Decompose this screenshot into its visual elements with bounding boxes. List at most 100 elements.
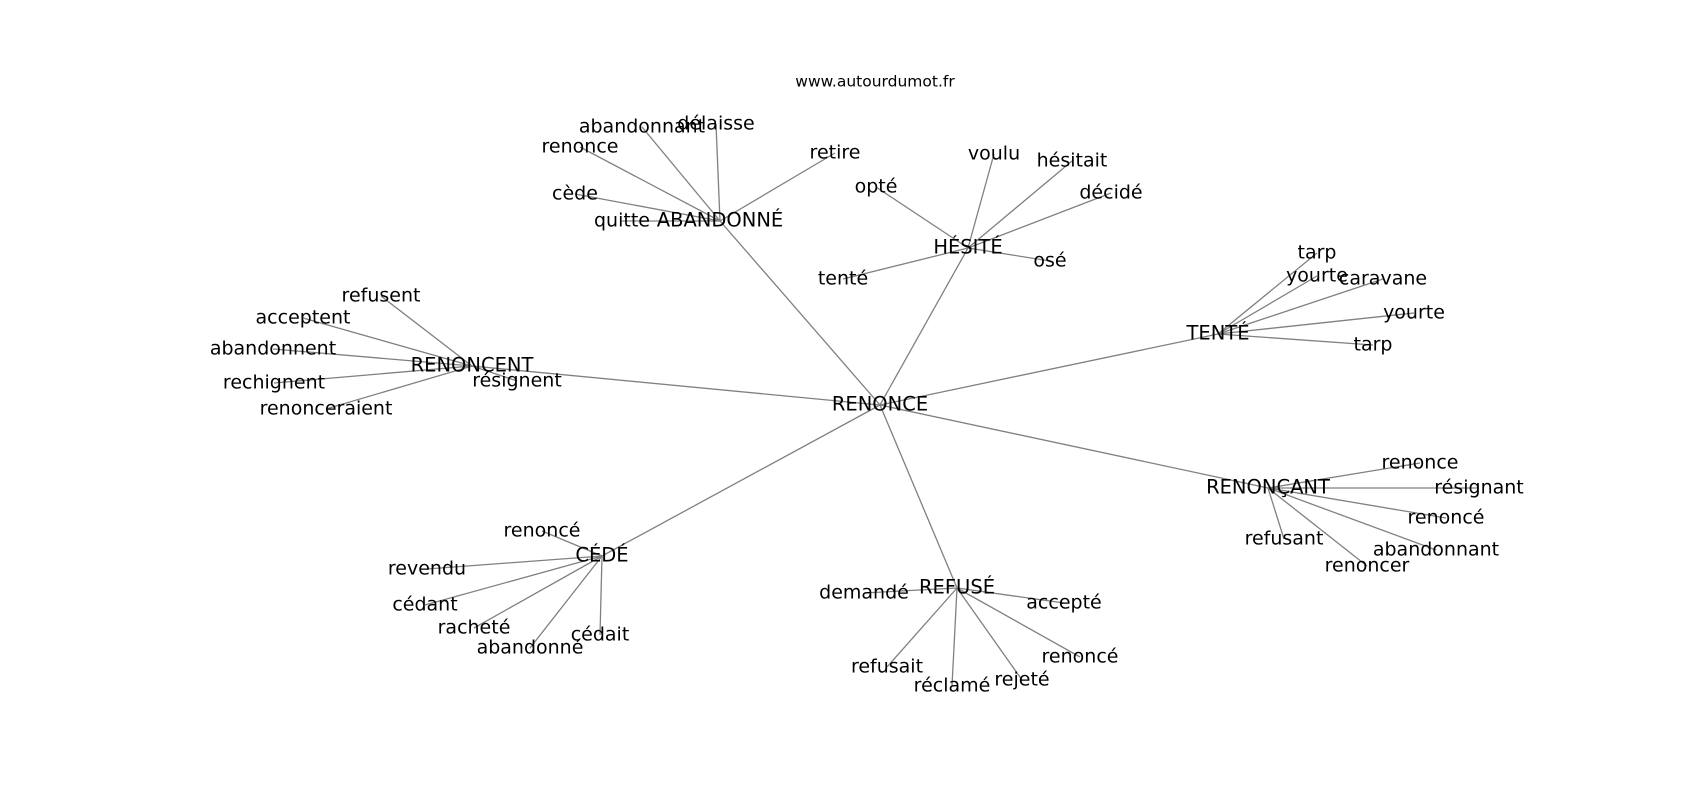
edge-renoncent-leaf-0 — [380, 295, 473, 367]
leaf-node-tente-1[interactable]: yourte — [1286, 265, 1348, 287]
edge-refuse-leaf-2 — [956, 587, 1081, 658]
leaf-node-cede-1[interactable]: revendu — [388, 558, 466, 580]
edge-hesite-leaf-5 — [842, 247, 969, 280]
edge-cede-leaf-1 — [426, 555, 603, 570]
leaf-node-tente-0[interactable]: tarp — [1298, 242, 1337, 264]
edge-refuse-leaf-1 — [956, 587, 1065, 604]
leaf-node-tente-4[interactable]: tarp — [1354, 334, 1393, 356]
edge-center-tente — [879, 333, 1219, 406]
edge-abandonne-leaf-1 — [574, 193, 721, 222]
leaf-node-renoncent-3[interactable]: rechignent — [223, 372, 325, 394]
leaf-node-renoncant-0[interactable]: renonce — [1382, 452, 1459, 474]
leaf-node-abandonne-4[interactable]: délaisse — [677, 113, 754, 135]
hub-node-abandonne[interactable]: ABANDONNÉ — [657, 209, 784, 232]
leaf-node-abandonne-2[interactable]: renonce — [542, 136, 619, 158]
leaf-node-renoncent-1[interactable]: acceptent — [256, 307, 351, 329]
edge-renoncant-leaf-4 — [1267, 487, 1368, 567]
leaf-node-cede-2[interactable]: cédant — [392, 594, 457, 616]
edge-tente-leaf-2 — [1217, 278, 1384, 335]
edge-abandonne-leaf-3 — [641, 126, 721, 222]
edge-cede-leaf-2 — [424, 555, 603, 606]
edge-center-cede — [601, 404, 881, 557]
leaf-node-renoncant-4[interactable]: renoncer — [1325, 555, 1410, 577]
edge-center-renoncent — [471, 365, 881, 406]
hub-node-renoncant[interactable]: RENONÇANT — [1206, 476, 1330, 499]
leaf-node-refuse-4[interactable]: réclamé — [914, 675, 991, 697]
edge-center-refuse — [879, 404, 958, 589]
leaf-node-tente-2[interactable]: caravane — [1339, 268, 1427, 290]
edge-abandonne-leaf-5 — [719, 152, 836, 222]
edge-renoncent-leaf-2 — [272, 348, 473, 367]
edge-hesite-leaf-2 — [967, 160, 1073, 249]
leaf-node-hesite-4[interactable]: osé — [1033, 250, 1066, 272]
edge-refuse-leaf-3 — [956, 587, 1023, 681]
leaf-node-cede-4[interactable]: abandonné — [477, 637, 584, 659]
leaf-node-cede-3[interactable]: racheté — [438, 617, 511, 639]
edge-renoncant-leaf-0 — [1267, 462, 1421, 489]
leaf-node-hesite-2[interactable]: hésitait — [1037, 150, 1108, 172]
hub-node-tente[interactable]: TENTÉ — [1185, 322, 1249, 345]
edge-renoncant-leaf-5 — [1267, 487, 1285, 540]
edge-renoncent-leaf-1 — [302, 317, 473, 367]
leaf-node-refuse-5[interactable]: refusait — [851, 656, 923, 678]
edge-center-abandonne — [719, 220, 881, 406]
edge-renoncent-leaf-3 — [273, 365, 473, 384]
edge-abandonne-leaf-2 — [579, 146, 721, 222]
edge-tente-leaf-0 — [1217, 252, 1318, 335]
labels-layer: www.autourdumot.fr RENONCE ABANDONNÉ quitt… — [210, 73, 1524, 697]
edge-hesite-leaf-3 — [967, 192, 1112, 249]
leaf-node-renoncent-4[interactable]: renonceraient — [260, 398, 393, 420]
site-url-label[interactable]: www.autourdumot.fr — [795, 73, 955, 91]
edges-layer — [272, 123, 1479, 687]
leaf-node-refuse-0[interactable]: demandé — [819, 582, 909, 604]
leaf-node-hesite-3[interactable]: décidé — [1079, 182, 1142, 204]
leaf-node-refuse-1[interactable]: accepté — [1026, 592, 1101, 614]
leaf-node-renoncent-0[interactable]: refusent — [342, 285, 421, 307]
hub-node-hesite[interactable]: HÉSITÉ — [933, 236, 1002, 259]
edge-cede-leaf-3 — [473, 555, 603, 629]
edge-hesite-leaf-0 — [875, 186, 969, 249]
edge-renoncent-leaf-4 — [325, 365, 473, 410]
edge-cede-leaf-4 — [529, 555, 603, 649]
edge-hesite-leaf-1 — [967, 153, 995, 249]
edge-center-hesite — [879, 247, 969, 406]
hub-node-cede[interactable]: CÉDÉ — [575, 544, 628, 567]
leaf-node-refuse-3[interactable]: rejeté — [994, 669, 1049, 691]
edge-tente-leaf-1 — [1217, 275, 1318, 335]
leaf-node-abandonne-1[interactable]: cède — [552, 183, 598, 205]
edge-cede-leaf-0 — [541, 530, 603, 557]
hub-node-refuse[interactable]: REFUSÉ — [919, 576, 995, 599]
leaf-node-abandonne-0[interactable]: quitte — [594, 210, 650, 232]
leaf-node-tente-3[interactable]: yourte — [1383, 302, 1445, 324]
leaf-node-renoncant-5[interactable]: refusant — [1245, 528, 1324, 550]
center-word-node[interactable]: RENONCE — [832, 393, 928, 416]
leaf-node-abandonne-5[interactable]: retire — [810, 142, 861, 164]
leaf-node-renoncant-3[interactable]: abandonnant — [1373, 539, 1499, 561]
edge-renoncant-leaf-2 — [1267, 487, 1447, 519]
leaf-node-renoncant-2[interactable]: renoncé — [1408, 507, 1485, 529]
edge-renoncent-leaf-5 — [471, 365, 518, 382]
hub-node-renoncent[interactable]: RENONCENT — [411, 354, 534, 377]
edge-refuse-leaf-4 — [951, 587, 958, 687]
leaf-node-hesite-1[interactable]: voulu — [968, 143, 1020, 165]
edge-hesite-leaf-4 — [967, 247, 1051, 262]
edge-abandonne-leaf-4 — [715, 123, 721, 222]
leaf-node-cede-5[interactable]: cédait — [571, 624, 630, 646]
leaf-node-renoncent-2[interactable]: abandonnent — [210, 338, 336, 360]
leaf-node-cede-0[interactable]: renoncé — [504, 520, 581, 542]
leaf-node-renoncant-1[interactable]: résignant — [1434, 477, 1524, 499]
edge-renoncant-leaf-3 — [1267, 487, 1437, 551]
edge-refuse-leaf-5 — [886, 587, 958, 668]
leaf-node-hesite-5[interactable]: tenté — [818, 268, 868, 290]
edge-tente-leaf-3 — [1217, 312, 1415, 335]
edge-cede-leaf-5 — [599, 555, 603, 636]
leaf-node-refuse-2[interactable]: renoncé — [1042, 646, 1119, 668]
leaf-node-hesite-0[interactable]: opté — [855, 176, 898, 198]
edge-center-renoncant — [879, 404, 1269, 489]
edge-tente-leaf-4 — [1217, 333, 1374, 346]
edge-refuse-leaf-0 — [863, 587, 958, 594]
leaf-node-renoncent-5[interactable]: résignent — [472, 370, 562, 392]
leaf-node-abandonne-3[interactable]: abandonnant — [579, 116, 705, 138]
